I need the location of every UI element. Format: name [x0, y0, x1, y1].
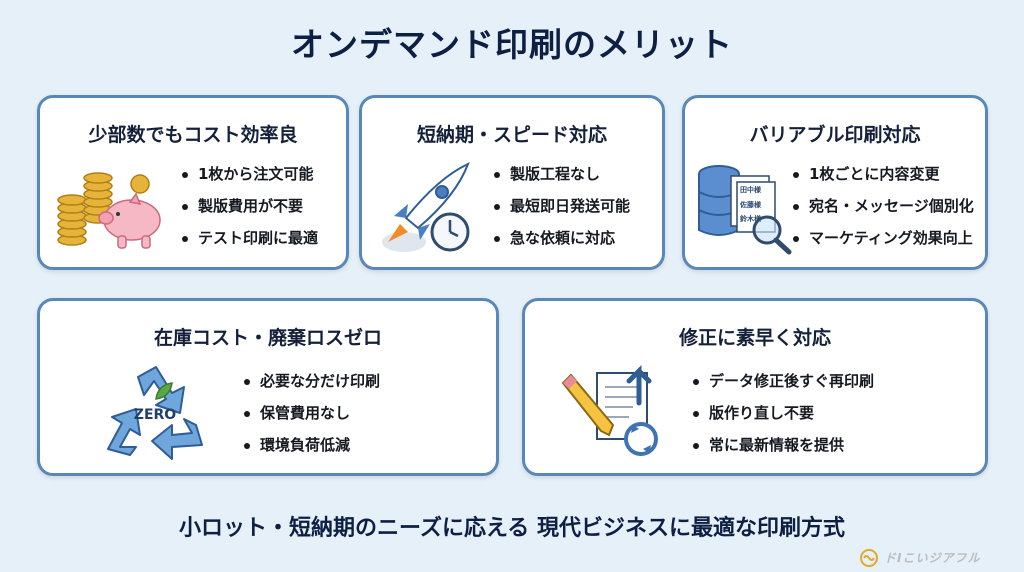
list-item: 版作り直し不要	[693, 397, 874, 429]
database-documents-icon: 田中様 佐藤様 鈴木様	[695, 160, 795, 256]
brand-logo-text: ドIこいジアフル	[884, 551, 981, 565]
pencil-document-refresh-icon	[561, 364, 658, 456]
document-label: 佐藤様	[740, 201, 761, 209]
list-item: 1枚から注文可能	[182, 158, 318, 190]
piggy-bank-coins-icon	[57, 172, 161, 249]
list-item: 必要な分だけ印刷	[244, 365, 380, 397]
list-item: 常に最新情報を提供	[693, 429, 874, 461]
card-zero-inventory: 在庫コスト・廃棄ロスゼロ ZERO 必要な分だけ印刷 保管費用なし 環境負荷低減	[37, 298, 499, 476]
list-item: 保管費用なし	[244, 397, 380, 429]
card-quick-revision: 修正に素早く対応 データ修正後すぐ再印刷 版作り直し不要 常に最新情報を提供	[522, 298, 988, 476]
document-label: 田中様	[740, 186, 761, 194]
brand-logo-icon	[860, 549, 878, 567]
recycle-zero-icon: ZERO	[100, 363, 210, 463]
card-title: 短納期・スピード対応	[416, 124, 607, 146]
list-item: 製版費用が不要	[182, 190, 318, 222]
list-item: 1枚ごとに内容変更	[793, 158, 974, 190]
card-speed: 短納期・スピード対応 製版工程なし 最短即日発送可能 急な依頼に対応	[359, 95, 665, 270]
list-item: データ修正後すぐ再印刷	[693, 365, 874, 397]
card-cost-efficiency: 少部数でもコスト効率良 1枚から注文可能 製版費用が不要 テスト印刷に最適	[37, 95, 349, 270]
list-item: 急な依頼に対応	[494, 222, 630, 254]
brand-logo: ドIこいジアフル	[858, 548, 1018, 568]
card-title: 少部数でもコスト効率良	[88, 124, 298, 146]
card-title: バリアブル印刷対応	[749, 124, 921, 146]
list-item: 製版工程なし	[494, 158, 630, 190]
footer-tagline: 小ロット・短納期のニーズに応える 現代ビジネスに最適な印刷方式	[179, 516, 845, 541]
list-item: 最短即日発送可能	[494, 190, 630, 222]
list-item: 環境負荷低減	[244, 429, 380, 461]
document-label: 鈴木様	[740, 215, 761, 223]
list-item: マーケティング効果向上	[793, 222, 974, 254]
list-item: テスト印刷に最適	[182, 222, 318, 254]
zero-label: ZERO	[133, 407, 177, 423]
page-title: オンデマンド印刷のメリット	[291, 25, 733, 64]
card-variable-print: バリアブル印刷対応 田中様 佐藤様 鈴木様 1枚ごとに内容変更 宛名・メッセージ…	[682, 95, 988, 270]
card-title: 修正に素早く対応	[678, 327, 831, 349]
card-title: 在庫コスト・廃棄ロスゼロ	[153, 327, 382, 349]
list-item: 宛名・メッセージ個別化	[793, 190, 974, 222]
rocket-clock-icon	[382, 162, 470, 252]
